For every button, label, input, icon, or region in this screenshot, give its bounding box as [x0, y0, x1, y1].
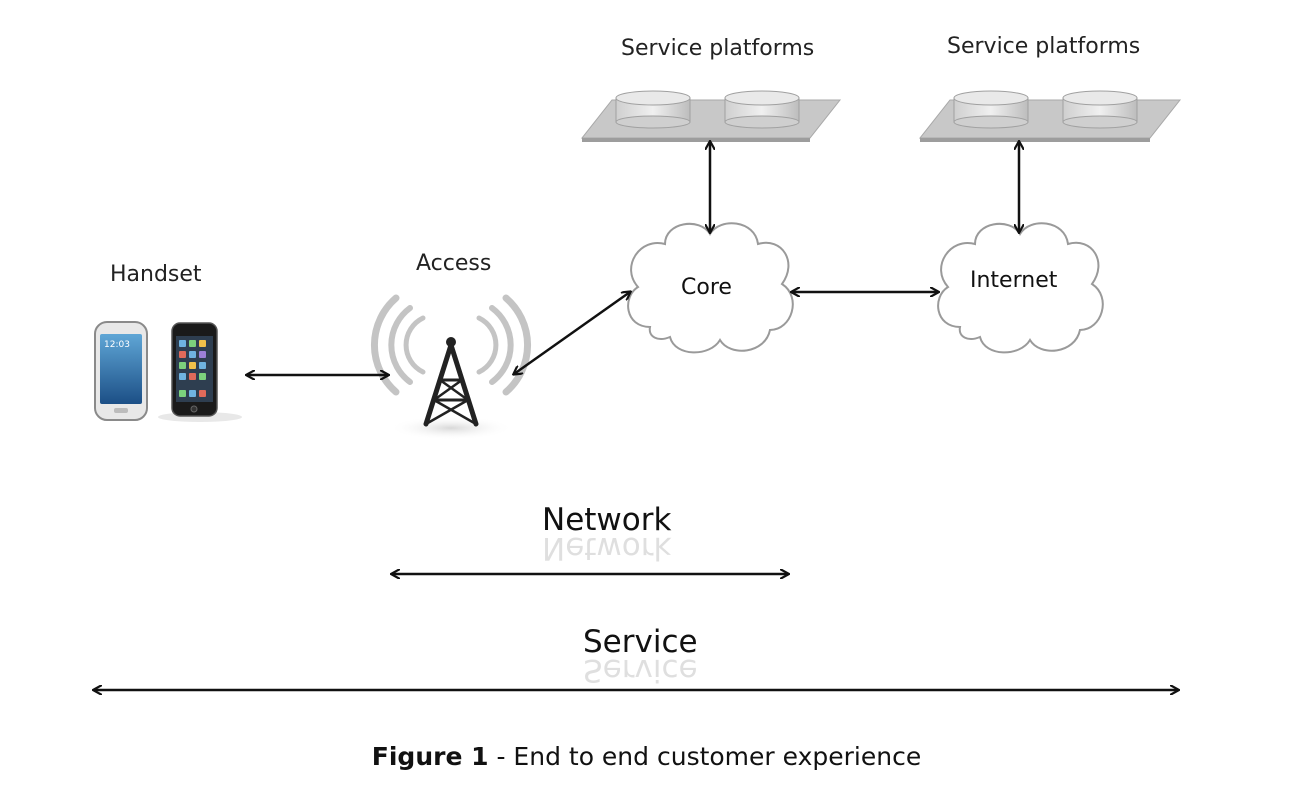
access-core-arrow	[514, 292, 630, 374]
figure-caption-label: Figure 1	[371, 742, 489, 771]
database-cylinder-icon	[953, 90, 1029, 129]
network-label: Network	[542, 502, 672, 538]
android-phone-icon: 12:03	[94, 321, 148, 421]
internet-cloud-icon	[937, 222, 1104, 354]
network-label-reflection: Network	[542, 530, 672, 566]
database-cylinder-icon	[1062, 90, 1138, 129]
service-platform-left	[580, 90, 842, 142]
iphone-icon	[158, 322, 242, 422]
service-platforms-right-label: Service platforms	[947, 34, 1141, 59]
service-platforms-left-label: Service platforms	[621, 36, 815, 61]
handset-clock: 12:03	[104, 340, 130, 350]
service-label: Service	[583, 624, 698, 660]
service-label-reflection: Service	[583, 652, 698, 688]
service-platform-right	[918, 90, 1182, 142]
database-cylinder-icon	[615, 90, 691, 129]
figure-caption: Figure 1 - End to end customer experienc…	[0, 742, 1293, 771]
internet-label: Internet	[970, 268, 1058, 293]
core-label: Core	[681, 275, 732, 300]
database-cylinder-icon	[724, 90, 800, 129]
core-cloud-icon	[627, 222, 794, 354]
access-label: Access	[416, 251, 492, 276]
cell-tower-icon	[371, 294, 531, 440]
figure-caption-text: - End to end customer experience	[488, 742, 922, 771]
handset-label: Handset	[110, 262, 202, 287]
